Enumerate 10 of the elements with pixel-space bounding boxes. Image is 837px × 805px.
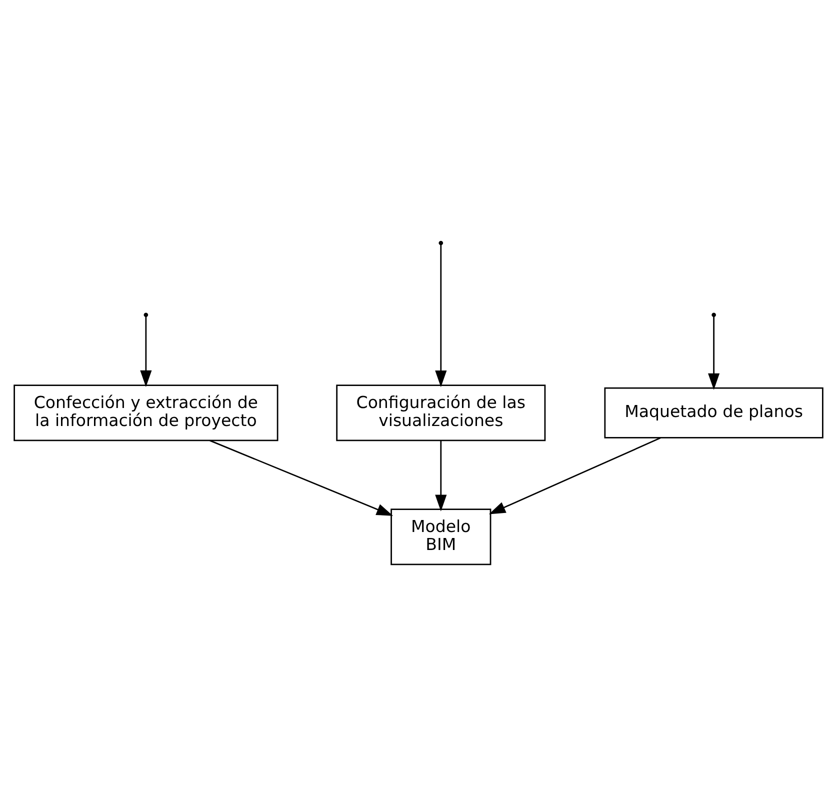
arrow [488, 436, 661, 514]
arrow [210, 439, 394, 516]
arrow [140, 316, 152, 386]
arrow [435, 440, 447, 511]
arrow [435, 244, 447, 387]
node-box: Maquetado de planos [604, 386, 824, 438]
arrow [708, 316, 720, 390]
node-box: Confección y extracción de la información de proyecto [14, 384, 278, 441]
node-box: Modelo BIM [390, 508, 492, 565]
node-box: Configuración de las visualizaciones [336, 384, 546, 441]
